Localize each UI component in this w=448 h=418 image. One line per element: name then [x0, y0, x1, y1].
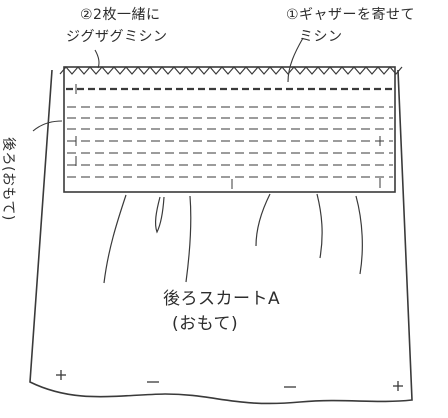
hem-marks [56, 370, 403, 391]
leader-line-gather [287, 37, 304, 83]
leader-lines [32, 37, 304, 132]
gather-lines [67, 106, 393, 178]
zigzag-label-line2: ジグザグミシン [66, 29, 168, 45]
gather-label-line1: ①ギャザーを寄せて [286, 6, 415, 23]
piece-name-label: 後ろスカートA [163, 289, 280, 309]
fold-line [316, 193, 323, 259]
gather-label-line2: ミシン [299, 29, 343, 45]
leader-line-zigzag [94, 49, 100, 69]
gather-folds [103, 193, 363, 284]
fold-line [185, 195, 192, 283]
fold-line [255, 193, 271, 247]
skirt-outline [29, 69, 413, 405]
fold-line [355, 195, 363, 275]
zigzag-stitch [59, 66, 403, 75]
side-label-back: 後ろ(おもて) [0, 137, 16, 221]
fold-line [154, 196, 165, 234]
zigzag-label-line1: ②2枚一緒に [80, 7, 160, 23]
leader-line-side [32, 120, 63, 132]
waistband [63, 66, 396, 193]
fold-line [103, 194, 127, 284]
waistband-ticks [75, 84, 381, 189]
piece-side-label: (おもて) [172, 314, 238, 334]
